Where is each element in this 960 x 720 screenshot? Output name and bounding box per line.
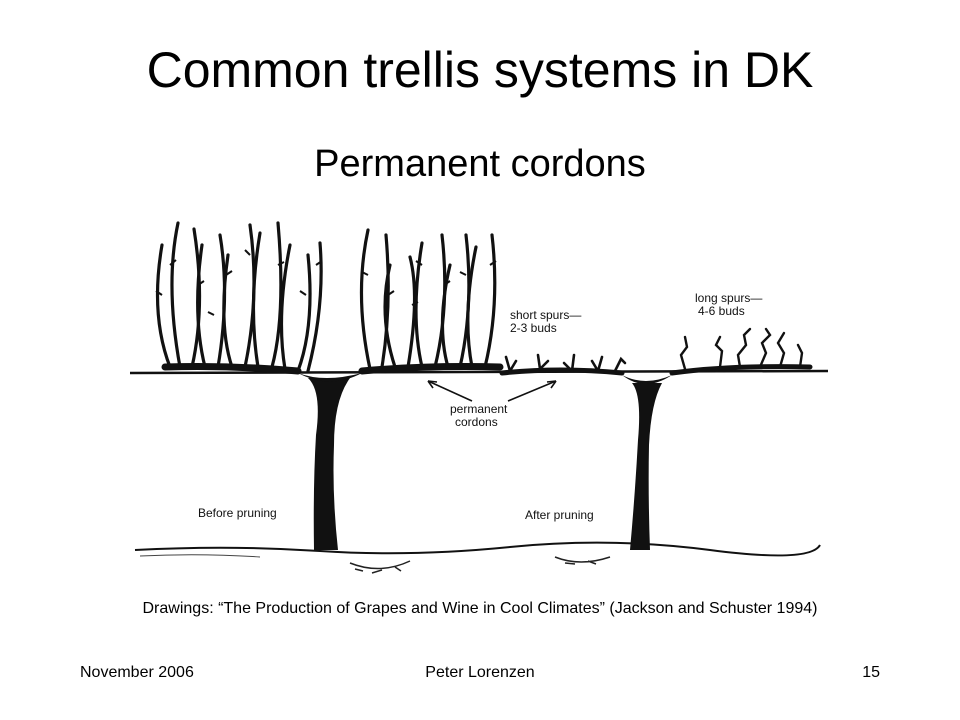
long-spurs-label-line2: 4-6 buds	[698, 304, 745, 318]
permanent-cordons-label-line1: permanent	[450, 402, 508, 416]
label-arrows	[427, 380, 557, 402]
long-spurs	[679, 327, 804, 371]
left-trunk	[308, 378, 350, 550]
permanent-cordons-label-line2: cordons	[455, 415, 498, 429]
trellis-drawing: short spurs— 2-3 buds long spurs— 4-6 bu…	[110, 195, 850, 585]
right-trunk	[630, 383, 662, 550]
footer-author: Peter Lorenzen	[425, 664, 535, 681]
slide-title: Common trellis systems in DK	[146, 42, 814, 98]
cordon-right-b	[669, 364, 813, 376]
cordon-right-a	[499, 367, 625, 376]
trellis-illustration	[129, 221, 829, 574]
before-pruning-label: Before pruning	[198, 506, 277, 520]
soil-clods-left	[349, 560, 411, 574]
soil-clods-right	[554, 556, 611, 565]
slide-subtitle: Permanent cordons	[314, 143, 646, 185]
unpruned-canes	[155, 221, 497, 373]
figure-credit: Drawings: “The Production of Grapes and …	[142, 600, 818, 617]
footer-page-number: 15	[862, 664, 880, 681]
short-spurs-label-line1: short spurs—	[510, 308, 582, 322]
trellis-wire	[129, 369, 829, 375]
short-spurs	[504, 353, 627, 373]
long-spurs-label-line1: long spurs—	[695, 291, 763, 305]
ground-line	[134, 541, 821, 557]
after-pruning-label: After pruning	[525, 508, 594, 522]
short-spurs-label-line2: 2-3 buds	[510, 321, 557, 335]
cane-nodes	[155, 249, 497, 316]
footer-date: November 2006	[80, 664, 194, 681]
